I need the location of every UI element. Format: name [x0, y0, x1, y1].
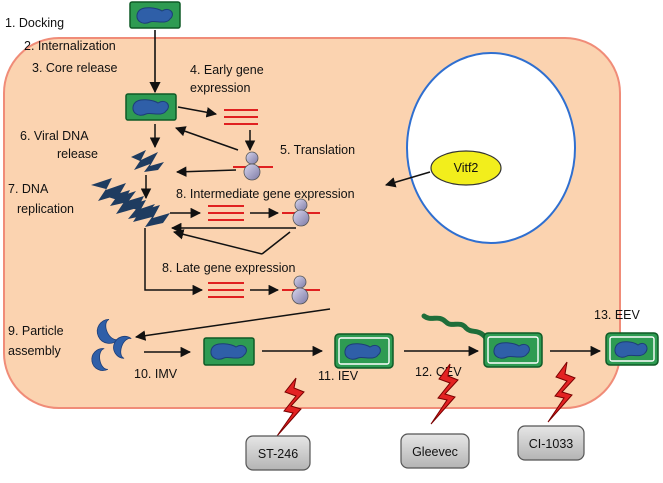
inhibitor-bolt-ci1033	[547, 361, 576, 423]
label-iev: 11. IEV	[318, 369, 359, 383]
virion-docking	[129, 1, 181, 29]
virion-imv	[203, 337, 255, 366]
label-viral-dna-2: release	[57, 147, 98, 161]
label-viral-dna-1: 6. Viral DNA	[20, 129, 89, 143]
label-particle-assembly-2: assembly	[8, 344, 62, 358]
mrna-intermediate	[208, 205, 244, 221]
ribosome-late	[282, 275, 320, 305]
vitf2-label: Vitf2	[454, 161, 479, 175]
label-intermediate-gene: 8. Intermediate gene expression	[176, 187, 355, 201]
ribosome-early	[233, 151, 273, 181]
label-docking: 1. Docking	[5, 16, 64, 30]
viral-dna-released	[131, 150, 164, 172]
nucleus	[406, 52, 576, 244]
arrow-translation-to-dna	[175, 166, 237, 177]
label-dna-replication-2: replication	[17, 202, 74, 216]
label-internalization: 2. Internalization	[24, 39, 116, 53]
label-early-gene-1: 4. Early gene	[190, 63, 264, 77]
drug-st246-label: ST-246	[258, 447, 298, 461]
arrow-late-to-assembly	[134, 308, 331, 341]
label-early-gene-2: expression	[190, 81, 250, 95]
drug-gleevec: Gleevec	[400, 433, 470, 469]
mrna-early	[224, 109, 258, 125]
drug-st246: ST-246	[245, 435, 311, 471]
arrow-intermediate-feedback	[261, 231, 291, 255]
crescent-particles	[91, 318, 132, 371]
mrna-late	[208, 282, 244, 298]
vitf2-factor	[430, 150, 502, 186]
drug-ci1033: CI-1033	[517, 425, 585, 461]
label-eev: 13. EEV	[594, 308, 641, 322]
label-particle-assembly-1: 9. Particle	[8, 324, 64, 338]
virion-iev	[334, 333, 394, 369]
arrow-core-to-early	[177, 106, 218, 118]
actin-tail	[421, 313, 489, 341]
label-late-gene: 8. Late gene expression	[162, 261, 295, 275]
drug-ci1033-label: CI-1033	[529, 437, 574, 451]
arrow-translation-to-core	[175, 126, 239, 151]
viral-dna-replicating	[91, 178, 170, 227]
ribosome-intermediate	[282, 198, 320, 227]
label-dna-replication-1: 7. DNA	[8, 182, 49, 196]
virion-cev	[483, 332, 543, 368]
label-cev: 12. CEV	[415, 365, 462, 379]
inhibitor-bolt-gleevec	[430, 363, 459, 425]
label-translation: 5. Translation	[280, 143, 355, 157]
arrow-dna-to-late	[144, 228, 204, 296]
drug-gleevec-label: Gleevec	[412, 445, 458, 459]
virion-core	[125, 93, 177, 121]
label-imv: 10. IMV	[134, 367, 178, 381]
virion-eev	[605, 332, 659, 366]
arrow-late-feedback	[172, 229, 263, 255]
label-core-release: 3. Core release	[32, 61, 118, 75]
arrow-vitf2	[384, 171, 431, 188]
